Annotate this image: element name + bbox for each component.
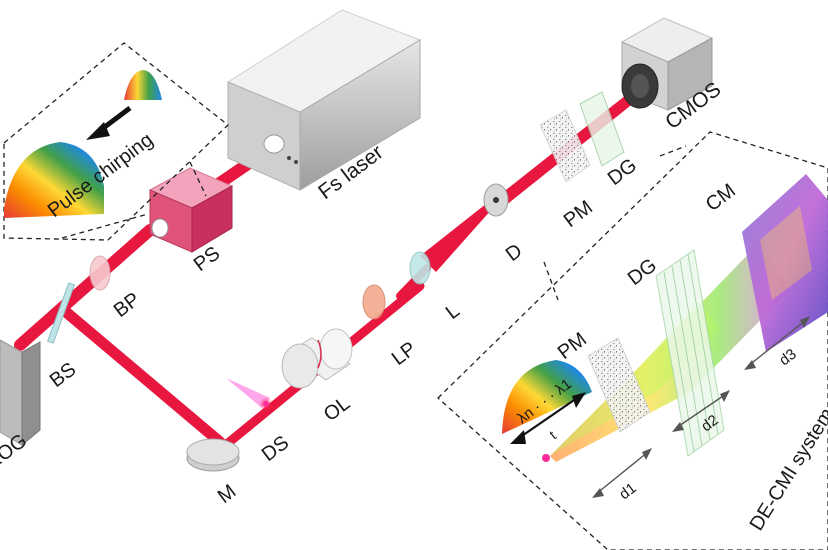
fs-laser-device <box>226 9 422 191</box>
label-d1: d1 <box>616 480 640 504</box>
laser-aperture <box>263 134 285 154</box>
label-cm: CM <box>702 180 740 216</box>
pulse-shaper-ps <box>148 167 234 253</box>
label-bp: BP <box>110 288 145 322</box>
label-l: L <box>442 300 464 324</box>
t-arrow <box>510 392 586 444</box>
label-ds: DS <box>258 432 293 466</box>
beam-bs-to-m-horiz <box>60 306 226 448</box>
sample-ds <box>226 378 273 411</box>
mirror-m <box>186 438 240 472</box>
cmos-camera <box>620 17 714 111</box>
l-lens <box>409 251 431 285</box>
objective-lens-ol <box>281 328 353 389</box>
pulse-chirping-inset <box>3 42 229 241</box>
label-d2: d2 <box>698 412 722 436</box>
inset-pulse-shape <box>502 360 592 434</box>
label-inset-pm: PM <box>554 328 591 364</box>
d2-marker <box>672 390 730 432</box>
short-pulse-shape <box>124 70 162 100</box>
diaphragm-d <box>483 183 509 217</box>
label-d3: d3 <box>776 346 800 370</box>
dg-grating-inset <box>655 249 725 457</box>
label-bs: BS <box>46 358 81 392</box>
label-inset-dg: DG <box>624 254 661 290</box>
beam-ps-to-bs <box>14 224 156 351</box>
lp-lens <box>362 284 386 320</box>
dg-grating-main <box>579 91 625 167</box>
label-ol: OL <box>320 392 355 426</box>
chirped-pulse-shape <box>4 142 104 218</box>
label-lp: LP <box>388 338 421 370</box>
d3-marker <box>744 316 810 370</box>
beam-l-to-d <box>420 196 500 272</box>
bp-filter <box>89 255 111 291</box>
label-t: t <box>546 427 559 442</box>
cm-sensor-screen <box>742 174 828 352</box>
pm-mask-main <box>539 109 591 183</box>
d1-marker <box>592 448 652 498</box>
label-d: D <box>502 240 527 266</box>
label-pm: PM <box>560 196 597 232</box>
chirping-arrow-icon <box>86 106 132 140</box>
label-inset-system: DE-CMI system <box>746 404 828 534</box>
pm-mask-inset <box>587 337 651 433</box>
decmi-inset <box>437 131 828 550</box>
bs-splitter <box>46 282 76 344</box>
frog-device <box>0 339 41 447</box>
label-m: M <box>214 480 241 508</box>
